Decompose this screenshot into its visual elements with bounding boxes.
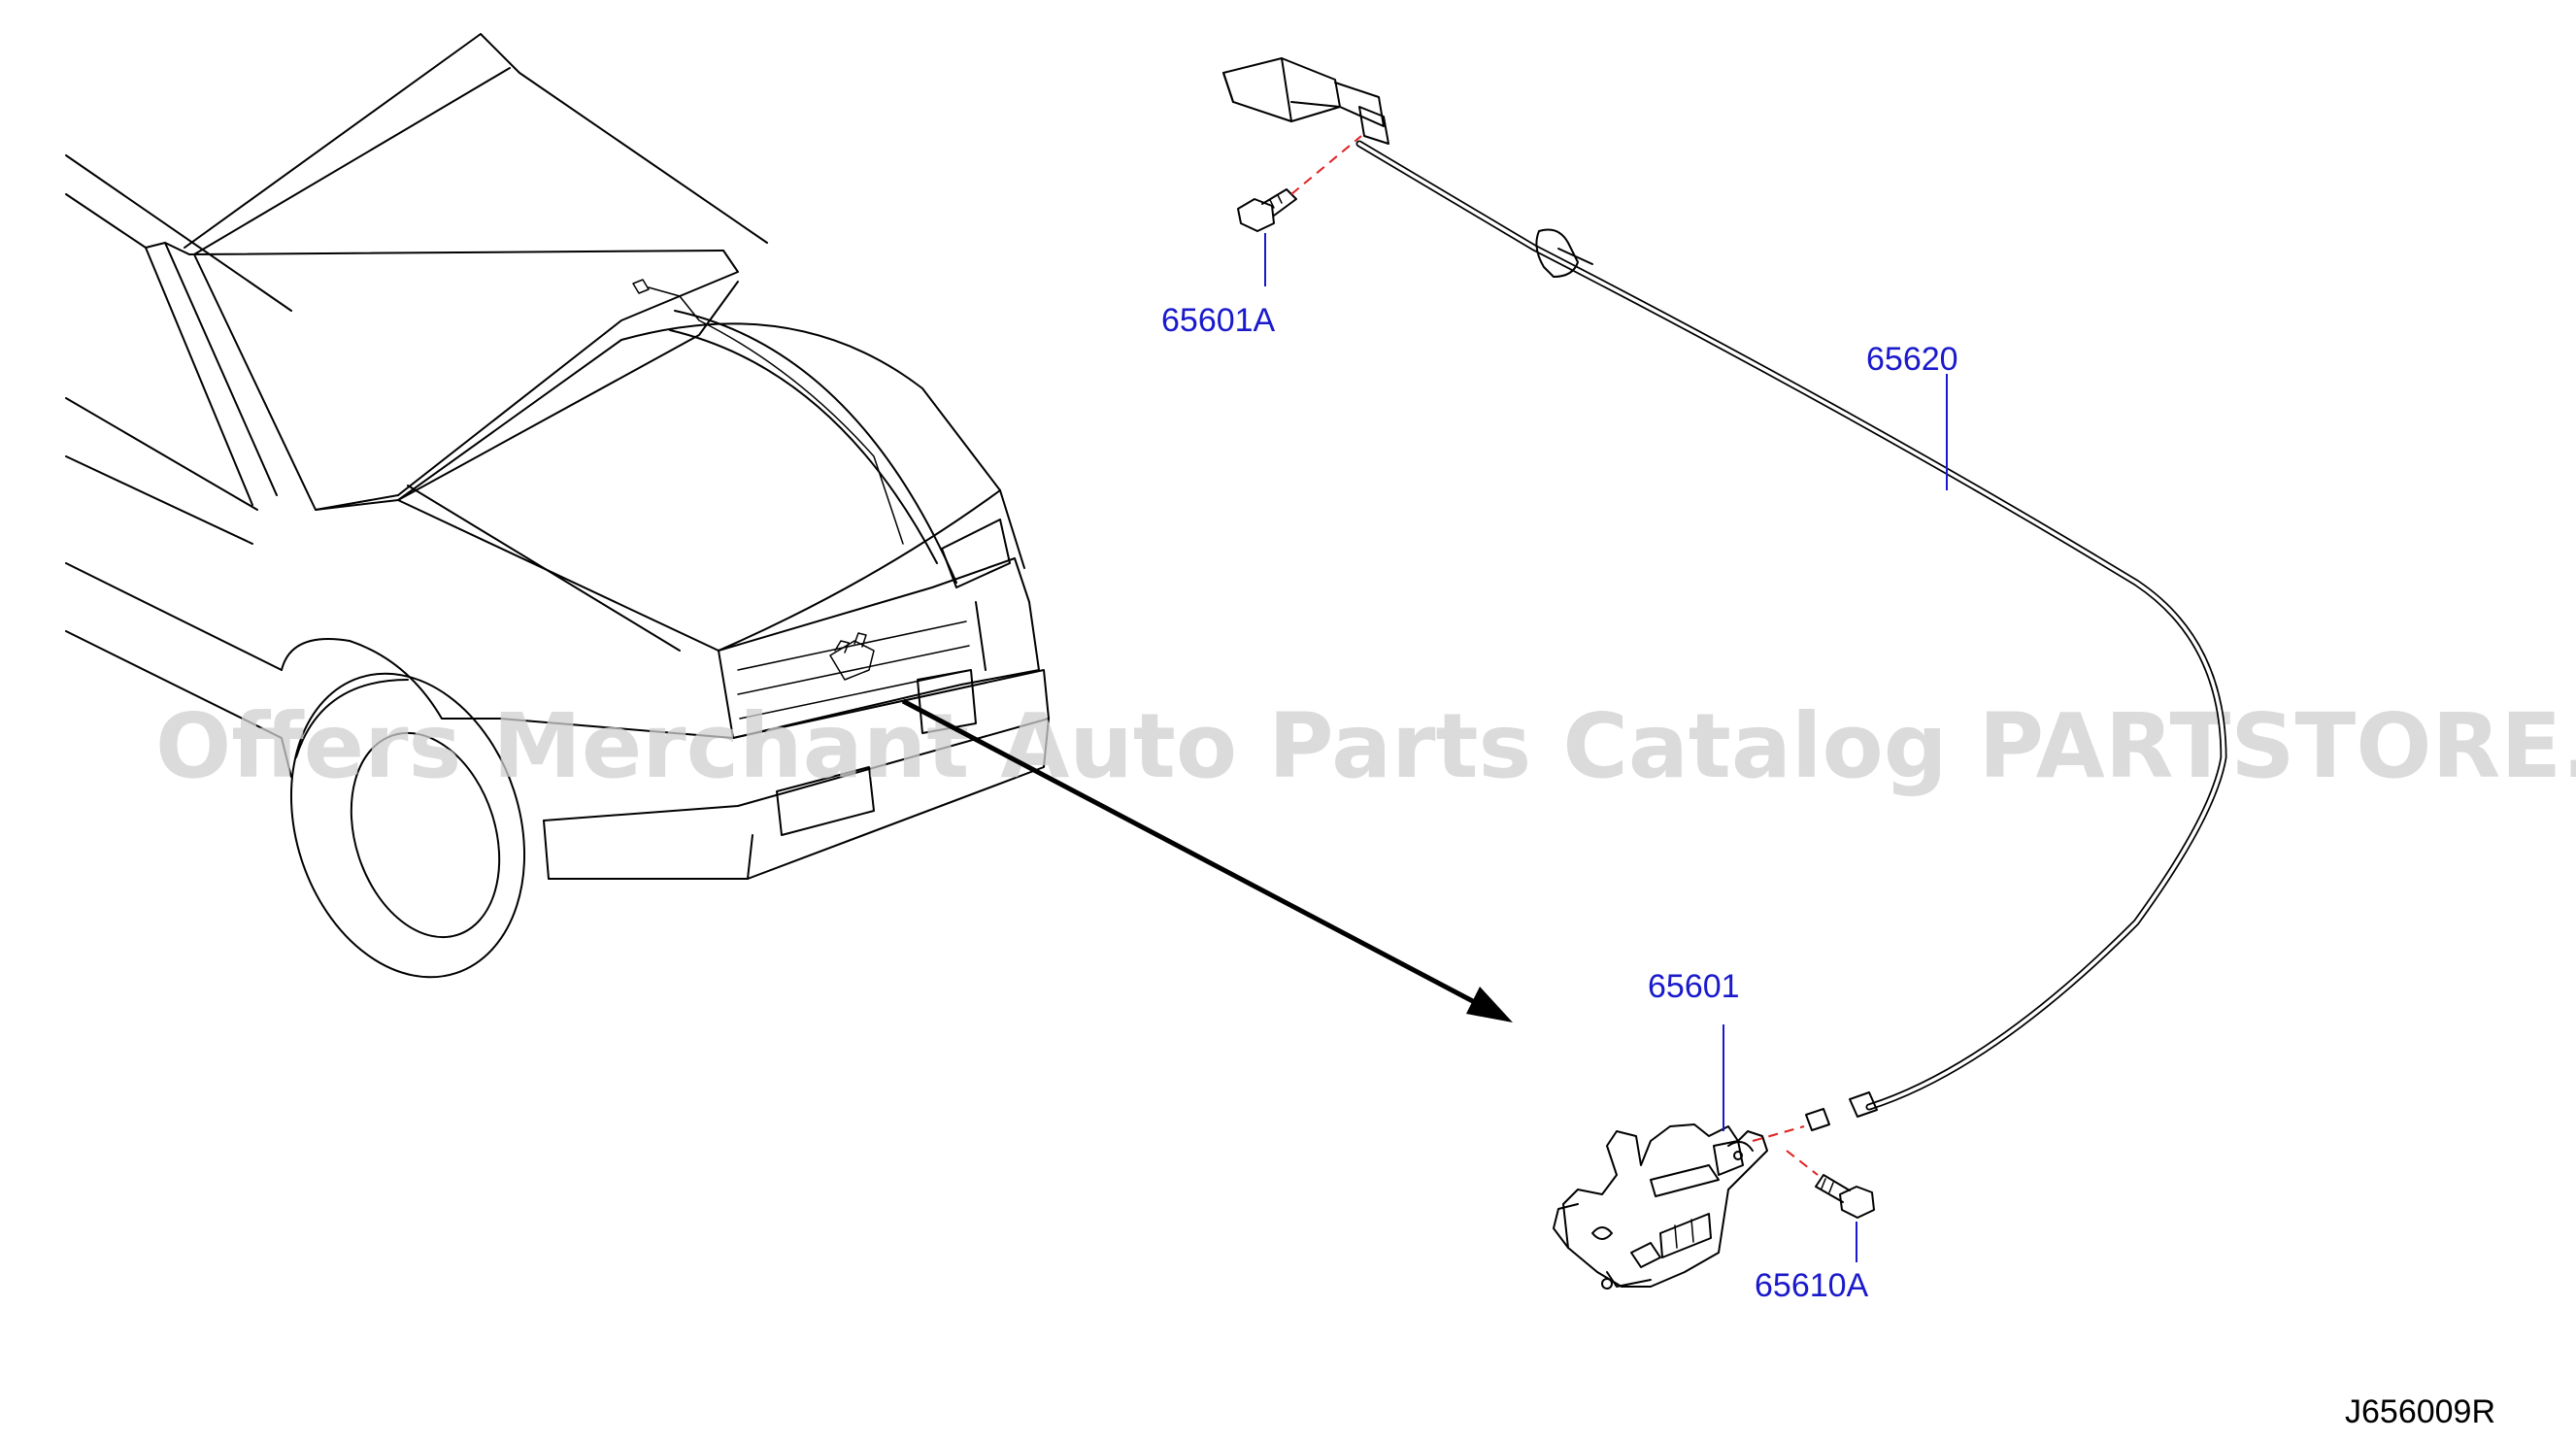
diagram-reference-code: J656009R (2345, 1393, 2495, 1430)
release-handle (1222, 57, 1389, 145)
bolt-65610a (1786, 1150, 1875, 1219)
vehicle-illustration (65, 33, 1050, 979)
part-label-65601a[interactable]: 65601A (1161, 302, 1276, 339)
arrow-head-icon (1466, 987, 1513, 1022)
leader-lines (1264, 233, 1948, 1262)
cable-end-icon (1805, 1108, 1830, 1131)
watermark-text: Offers Merchant Auto Parts Catalog PARTS… (155, 694, 2576, 798)
bolt-head-icon (1237, 198, 1275, 232)
bolt-65601a (1237, 135, 1362, 232)
hood-lock-assembly (1553, 1123, 1805, 1290)
part-label-65601[interactable]: 65601 (1648, 968, 1740, 1005)
callout-arrow (901, 698, 1513, 1022)
bolt-head-icon (1839, 1186, 1875, 1219)
hood-release-cable (1355, 140, 2227, 1131)
part-label-65620[interactable]: 65620 (1866, 341, 1958, 378)
part-label-65610a[interactable]: 65610A (1755, 1267, 1869, 1304)
